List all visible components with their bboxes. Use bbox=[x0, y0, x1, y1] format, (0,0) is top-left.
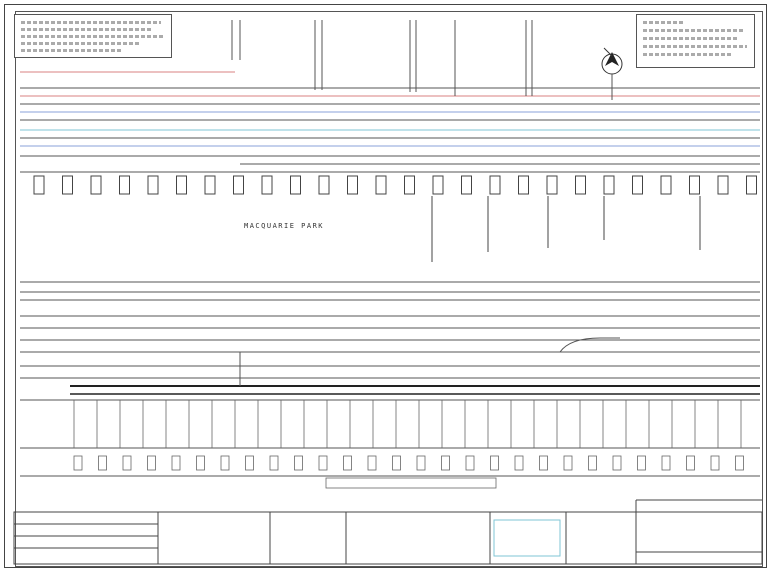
kerb-outlet bbox=[518, 175, 529, 195]
kerb-outlet bbox=[717, 175, 729, 195]
kerb-outlet bbox=[689, 175, 700, 195]
pit-symbol bbox=[416, 455, 426, 471]
pit-symbol bbox=[220, 455, 230, 471]
pit-symbol bbox=[514, 455, 524, 471]
kerb-outlet bbox=[746, 175, 757, 195]
pit-symbol bbox=[171, 455, 181, 471]
kerb-outlet bbox=[33, 175, 45, 195]
longitudinal-section bbox=[20, 281, 760, 477]
pit-symbol bbox=[245, 455, 254, 471]
kerb-outlet bbox=[147, 175, 159, 195]
road-name-label bbox=[325, 477, 497, 489]
kerb-outlet bbox=[204, 175, 216, 195]
kerb-outlet bbox=[290, 175, 301, 195]
pit-symbol bbox=[563, 455, 573, 471]
pit-symbol bbox=[588, 455, 597, 471]
pit-symbol bbox=[686, 455, 695, 471]
pit-symbol bbox=[122, 455, 132, 471]
drawing-sheet-border bbox=[4, 4, 767, 568]
pit-symbol bbox=[441, 455, 450, 471]
kerb-outlet bbox=[575, 175, 586, 195]
section-table-grid bbox=[73, 400, 744, 471]
kerb-outlet bbox=[233, 175, 244, 195]
legend-box-top-right bbox=[636, 14, 755, 68]
kerb-outlet bbox=[660, 175, 672, 195]
kerb-outlet bbox=[318, 175, 330, 195]
kerb-outlet bbox=[404, 175, 415, 195]
notes-box-top-left bbox=[14, 14, 172, 58]
pit-symbol bbox=[661, 455, 671, 471]
kerb-outlets-row bbox=[33, 175, 757, 262]
pit-symbol bbox=[147, 455, 156, 471]
kerb-outlet bbox=[546, 175, 558, 195]
pit-symbol bbox=[73, 455, 83, 471]
service-laterals bbox=[231, 20, 613, 100]
kerb-outlet bbox=[62, 175, 73, 195]
pit-symbol bbox=[612, 455, 622, 471]
north-arrow-icon bbox=[601, 47, 623, 75]
pit-symbol bbox=[637, 455, 646, 471]
kerb-outlet bbox=[489, 175, 501, 195]
pit-symbol bbox=[490, 455, 499, 471]
road-corridor-upper bbox=[20, 71, 760, 173]
kerb-outlet bbox=[176, 175, 187, 195]
pit-symbol bbox=[367, 455, 377, 471]
kerb-outlet bbox=[347, 175, 358, 195]
pit-symbol bbox=[343, 455, 352, 471]
drawing-sheet-frame bbox=[15, 11, 763, 567]
pit-symbol bbox=[392, 455, 401, 471]
kerb-outlet bbox=[432, 175, 444, 195]
kerb-outlet bbox=[375, 175, 387, 195]
pit-symbol bbox=[539, 455, 548, 471]
kerb-outlet bbox=[261, 175, 273, 195]
kerb-outlet bbox=[603, 175, 615, 195]
site-label-macquarie-park: MACQUARIE PARK bbox=[244, 222, 325, 230]
pit-symbol bbox=[465, 455, 475, 471]
pit-symbol bbox=[294, 455, 303, 471]
pit-symbol bbox=[196, 455, 205, 471]
kerb-outlet bbox=[90, 175, 102, 195]
pit-symbol bbox=[735, 455, 744, 471]
kerb-outlet bbox=[461, 175, 472, 195]
pit-symbol bbox=[318, 455, 328, 471]
pit-symbol bbox=[710, 455, 720, 471]
pit-symbol bbox=[98, 455, 107, 471]
kerb-outlet bbox=[119, 175, 130, 195]
pit-symbol bbox=[269, 455, 279, 471]
title-block bbox=[13, 499, 763, 565]
kerb-outlet bbox=[632, 175, 643, 195]
